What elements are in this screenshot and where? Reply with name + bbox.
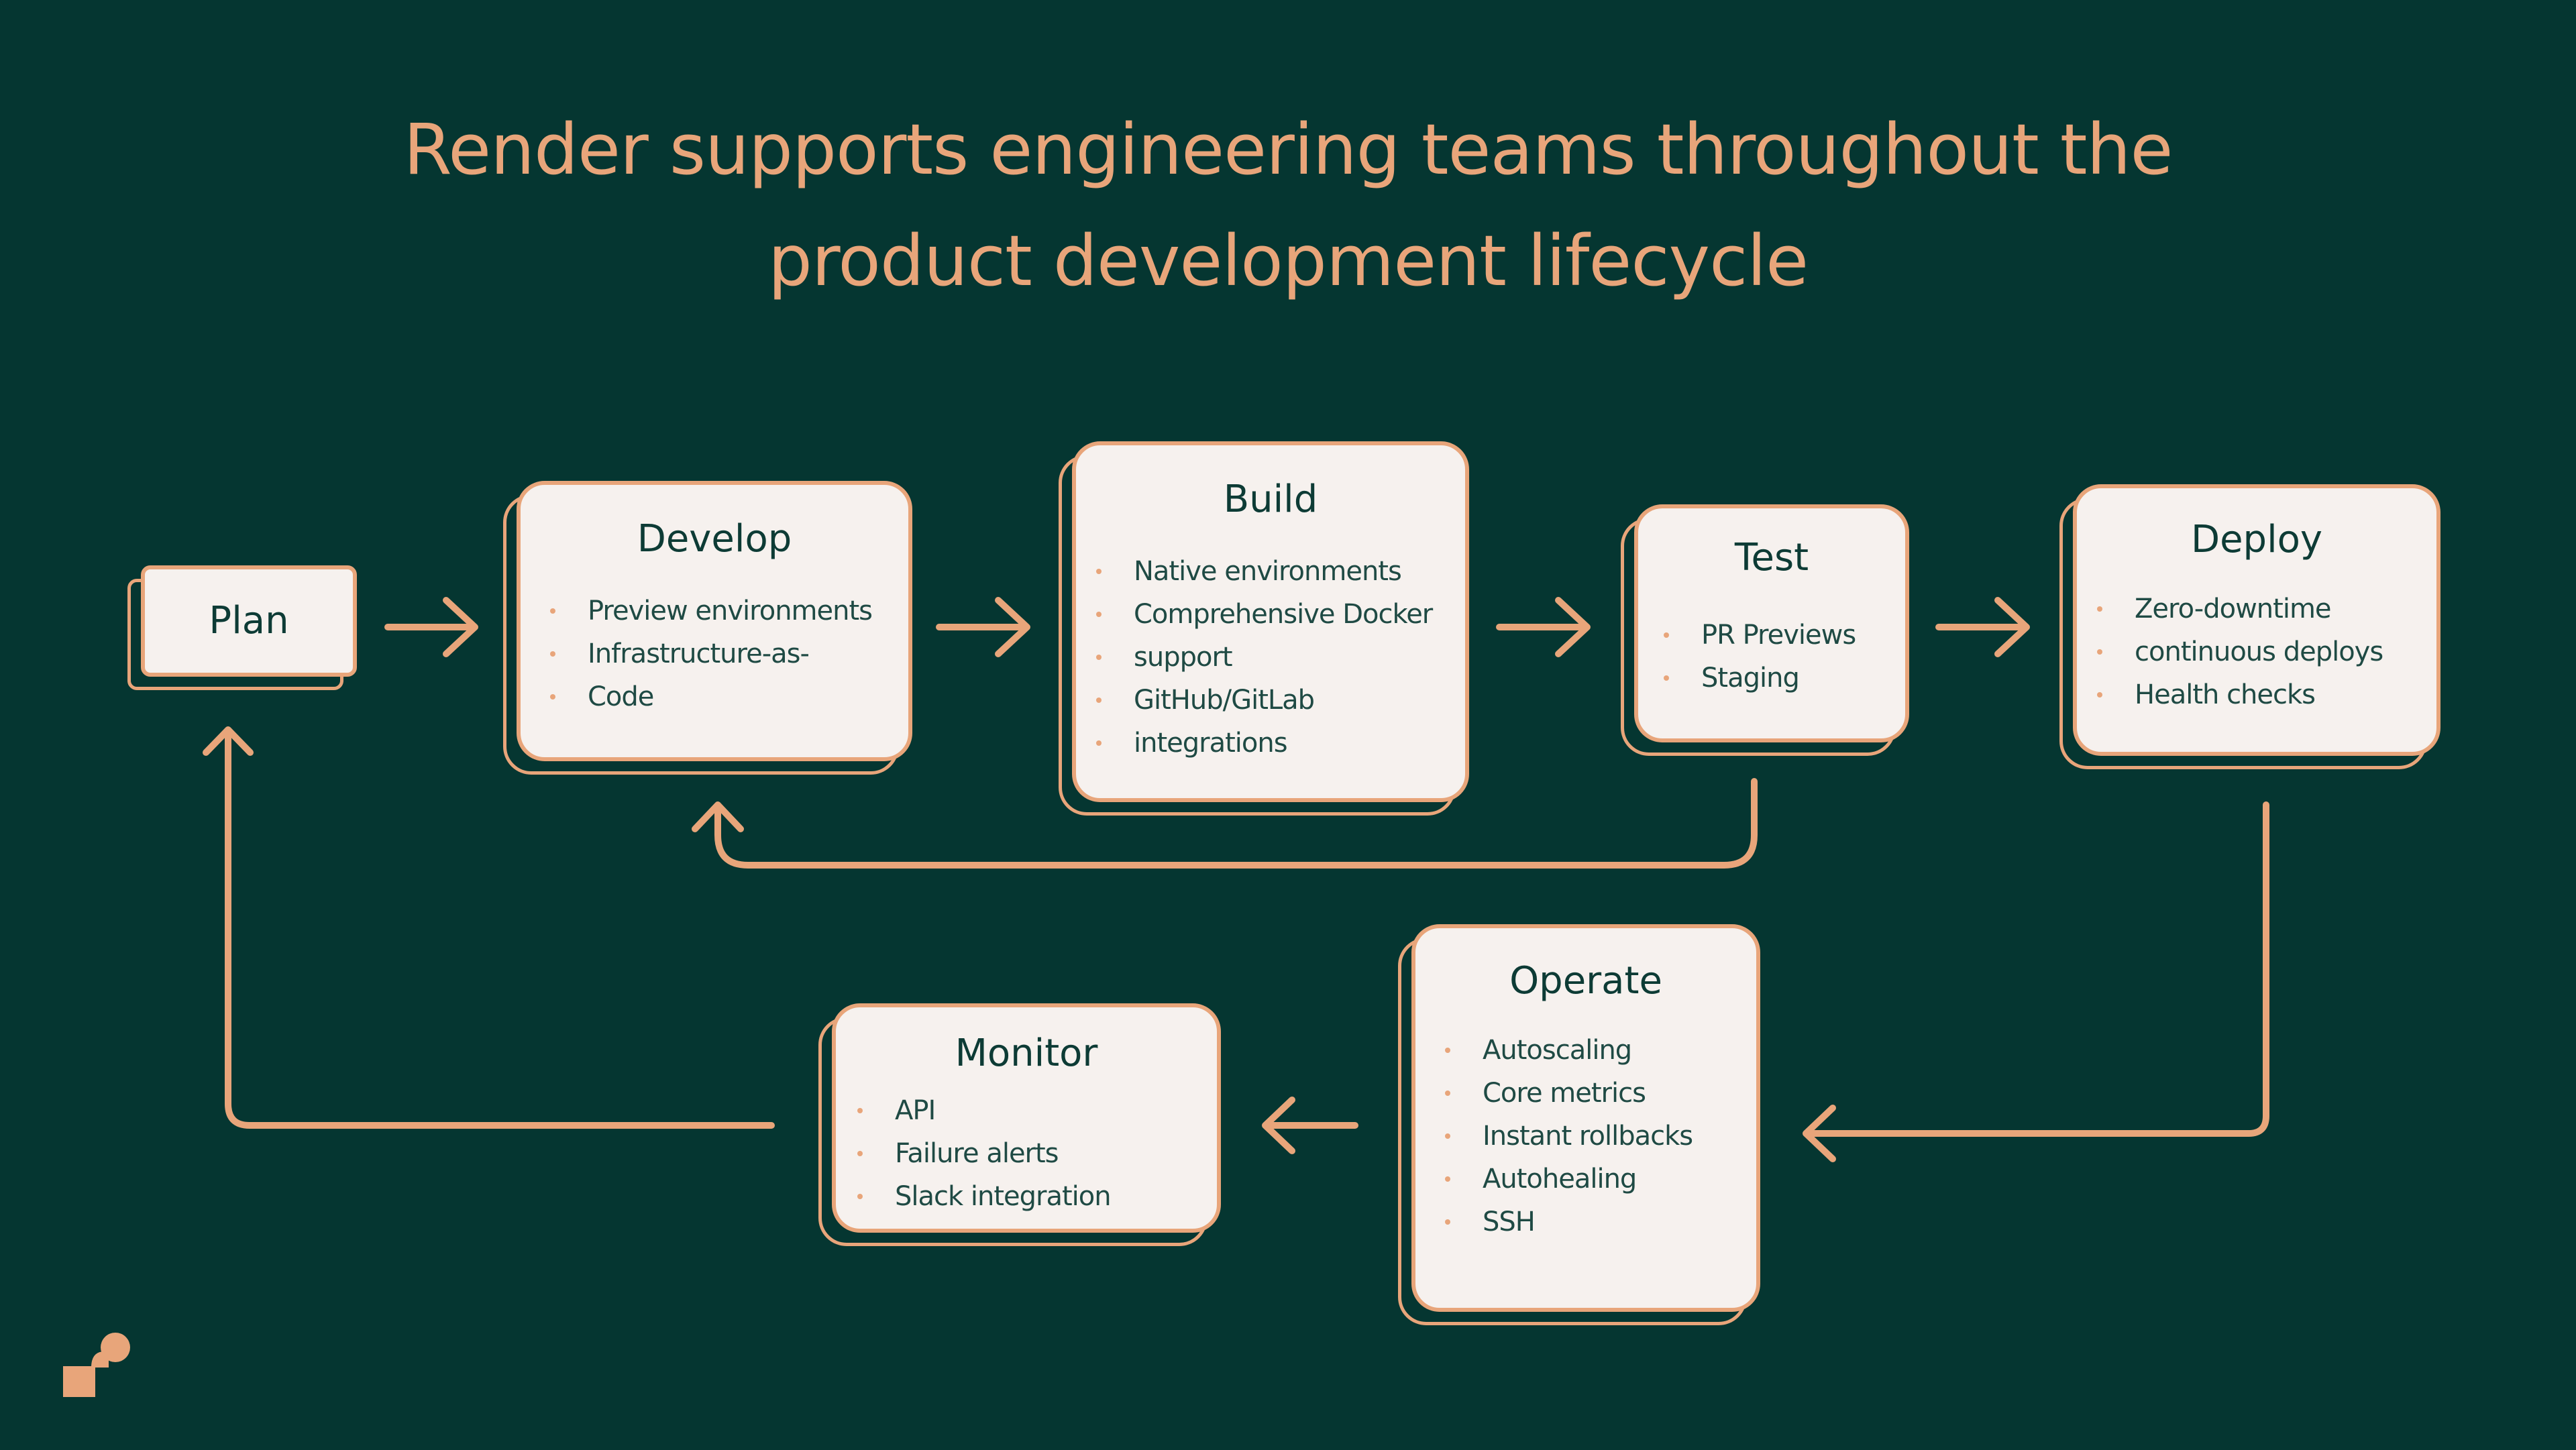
list-item: Code [550, 675, 892, 718]
page-title-line-1: Render supports engineering teams throug… [403, 109, 2174, 190]
list-item: continuous deploys [2097, 630, 2427, 673]
stage-operate-title: Operate [1509, 959, 1662, 1003]
arrow-plan-to-develop [384, 597, 478, 657]
stage-plan: Plan [127, 565, 357, 690]
stage-develop-title: Develop [637, 517, 792, 561]
list-item: API [857, 1089, 1208, 1132]
arrow-develop-to-build [936, 597, 1030, 657]
list-item: integrations [1096, 722, 1456, 765]
page-title: Render supports engineering teams throug… [201, 94, 2375, 317]
arrow-test-to-deploy [1935, 597, 2030, 657]
list-item: Preview environments [550, 590, 892, 632]
list-item: Instant rollbacks [1445, 1115, 1747, 1158]
stage-plan-title: Plan [209, 599, 289, 643]
stage-operate-list: Autoscaling Core metrics Instant rollbac… [1445, 1029, 1747, 1243]
arrow-deploy-to-operate [1803, 801, 2269, 1162]
list-item: Slack integration [857, 1175, 1208, 1218]
list-item: support [1096, 636, 1456, 679]
arrow-test-to-develop [692, 778, 1758, 869]
stage-monitor-title: Monitor [955, 1031, 1098, 1075]
list-item: GitHub/GitLab [1096, 679, 1456, 722]
list-item: Zero-downtime [2097, 588, 2427, 630]
stage-test-list: PR Previews Staging [1664, 614, 1896, 700]
list-item: PR Previews [1664, 614, 1896, 657]
stage-build-list: Native environments Comprehensive Docker… [1096, 550, 1456, 765]
arrow-operate-to-monitor [1262, 1097, 1358, 1154]
list-item: Staging [1664, 657, 1896, 700]
stage-monitor-list: API Failure alerts Slack integration [857, 1089, 1208, 1218]
list-item: Native environments [1096, 550, 1456, 593]
arrow-monitor-to-plan [203, 726, 775, 1129]
list-item: Failure alerts [857, 1132, 1208, 1175]
list-item: Health checks [2097, 673, 2427, 716]
list-item: Infrastructure-as- [550, 632, 892, 675]
stage-operate: Operate Autoscaling Core metrics Instant… [1398, 924, 1760, 1325]
render-logo-icon [63, 1333, 130, 1397]
stage-build-title: Build [1223, 478, 1318, 521]
stage-deploy-list: Zero-downtime continuous deploys Health … [2097, 588, 2427, 716]
stage-build: Build Native environments Comprehensive … [1059, 441, 1469, 816]
list-item: Core metrics [1445, 1072, 1747, 1115]
stage-test: Test PR Previews Staging [1621, 504, 1909, 756]
arrow-build-to-test [1496, 597, 1591, 657]
stage-deploy-title: Deploy [2190, 518, 2323, 561]
list-item: Autoscaling [1445, 1029, 1747, 1072]
list-item: SSH [1445, 1201, 1747, 1243]
list-item: Autohealing [1445, 1158, 1747, 1201]
page-title-line-2: product development lifecycle [767, 220, 1809, 302]
stage-develop: Develop Preview environments Infrastruct… [503, 481, 912, 775]
stage-develop-list: Preview environments Infrastructure-as- … [550, 590, 892, 718]
stage-monitor: Monitor API Failure alerts Slack integra… [818, 1003, 1221, 1246]
stage-deploy: Deploy Zero-downtime continuous deploys … [2059, 484, 2440, 769]
list-item: Comprehensive Docker [1096, 593, 1456, 636]
stage-test-title: Test [1734, 536, 1809, 579]
